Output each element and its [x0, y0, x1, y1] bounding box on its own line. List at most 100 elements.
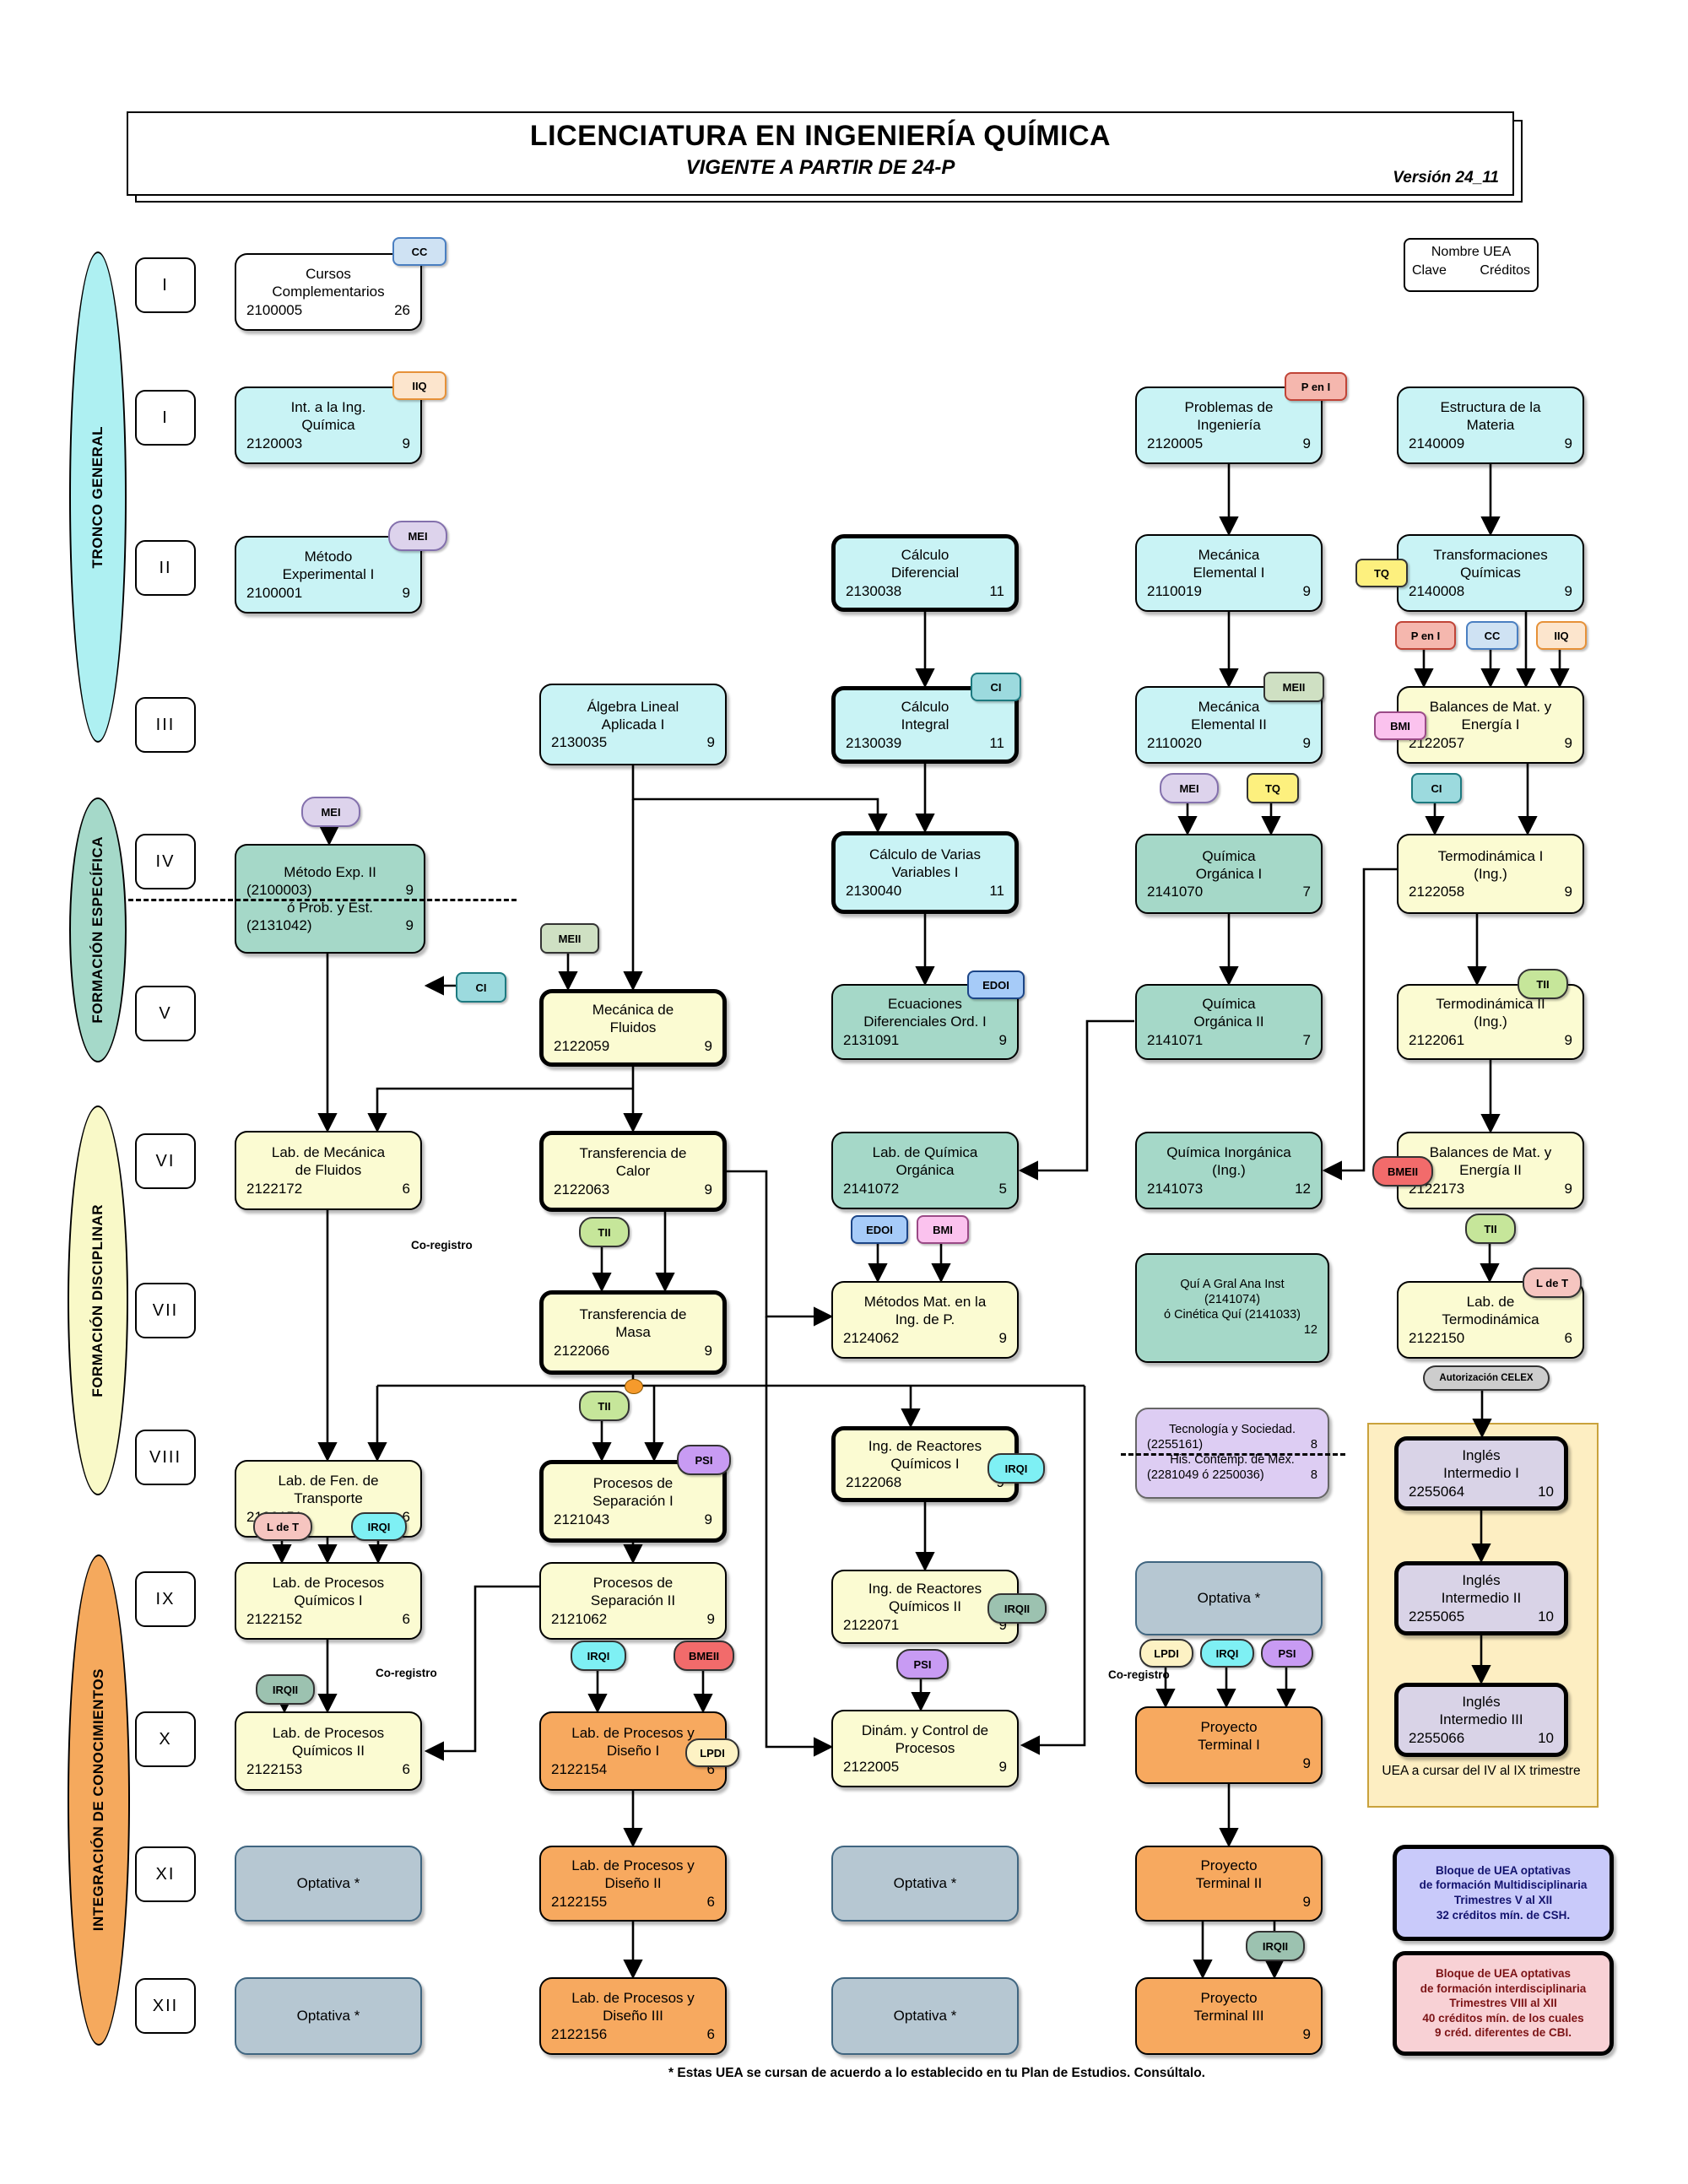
course-title-line: Proyecto	[1200, 1857, 1258, 1874]
trimester-1: I	[135, 257, 196, 313]
stage-integraci-n-de-conocimientos: INTEGRACIÓN DE CONOCIMIENTOS	[68, 1554, 130, 2046]
arrow	[631, 765, 888, 834]
badge-iiq: IIQ	[392, 371, 446, 400]
course-title-line: Lab. de Procesos y	[571, 1725, 695, 1742]
course-title-line: Álgebra Lineal	[587, 698, 679, 715]
course-title-line: His. Contemp. de Méx.	[1170, 1453, 1295, 1467]
course-title-line: Transferencia de	[579, 1145, 687, 1162]
course-title-line: Tecnología y Sociedad.	[1169, 1423, 1296, 1437]
course-title-line: Mecánica de	[592, 1002, 674, 1019]
dashed-divider-2	[1121, 1453, 1345, 1456]
course-title-line: Cálculo de Varias	[869, 846, 981, 863]
course-title-line: Quí A Gral Ana Inst	[1180, 1278, 1285, 1292]
badge-irqi: IRQI	[351, 1512, 407, 1541]
course-title-line: Balances de Mat. y	[1429, 699, 1552, 716]
course-key-credits: (2281049 ó 2250036)8	[1147, 1468, 1317, 1482]
badge-mei: MEI	[1160, 773, 1219, 803]
course-title-line: Estructura de la	[1440, 399, 1541, 416]
trimester-8: VII	[135, 1283, 196, 1338]
course-title-line: Elemental I	[1193, 565, 1265, 581]
badge-tii: TII	[579, 1217, 630, 1247]
course-title-line: Termodinámica II	[1436, 996, 1545, 1013]
badge-bmi: BMI	[1374, 711, 1426, 740]
course-title-line: Integral	[901, 716, 950, 733]
course-title-line: Procesos de	[592, 1475, 674, 1492]
coregistro-label-1: Co-registro	[411, 1239, 473, 1251]
badge-irqi: IRQI	[571, 1641, 626, 1671]
course-title-line: Ingeniería	[1197, 417, 1261, 434]
course-key-credits: (2131042)9	[246, 917, 414, 934]
badge-tq: TQ	[1247, 773, 1299, 803]
badge-irqi: IRQI	[1200, 1639, 1254, 1668]
course-title-line: ó Cinética Quí (2141033)	[1163, 1308, 1301, 1322]
course-title-line: Orgánica II	[1193, 1014, 1264, 1030]
version-label: Versión 24_11	[1393, 169, 1499, 187]
optativa-xii-c: Optativa *	[831, 1977, 1019, 2055]
course-title-line: Trimestres VIII al XII	[1449, 1997, 1557, 2010]
course-title-line: Aplicada I	[601, 716, 665, 733]
course-title-line: Bloque de UEA optativas	[1435, 1863, 1572, 1877]
course-title-line: Separación I	[592, 1493, 674, 1510]
course-title-line: Ing. de P.	[895, 1311, 955, 1328]
course-title-line: Terminal II	[1195, 1875, 1263, 1892]
course-title-line: Químicos I	[294, 1592, 363, 1609]
trimester-11: X	[135, 1711, 196, 1767]
trimester-4: III	[135, 697, 196, 753]
trimester-5: IV	[135, 834, 196, 889]
badge-autorizaci-n-celex: Autorización CELEX	[1423, 1365, 1550, 1391]
course-title-line: Diseño II	[604, 1875, 662, 1892]
course-title-line: Transferencia de	[579, 1306, 687, 1323]
course-title-line: Transformaciones	[1433, 547, 1548, 564]
course-title-line: Ing. de Reactores	[868, 1438, 982, 1455]
course-title-line: Proyecto	[1200, 1719, 1258, 1736]
course-key-credits: (2100003)9	[246, 881, 414, 898]
course-title-line: Optativa *	[1197, 1590, 1261, 1607]
course-title-line: Energía II	[1459, 1162, 1522, 1179]
badge-irqii: IRQII	[1246, 1931, 1305, 1961]
course-key-credits: 9	[1302, 2025, 1311, 2042]
badge-meii: MEII	[1263, 672, 1324, 702]
course-title-line: Masa	[615, 1324, 651, 1341]
course-title-line: Cálculo	[901, 699, 950, 716]
course-title-line: Variables I	[891, 864, 959, 881]
course-title-line: Cursos	[306, 266, 351, 283]
course-title-line: Diferencial	[890, 565, 960, 581]
course-title-line: Trimestres V al XII	[1453, 1894, 1553, 1906]
course-title-line: Lab. de Mecánica	[271, 1144, 386, 1161]
arrow	[1020, 1386, 1086, 1755]
footnote: * Estas UEA se cursan de acuerdo a lo es…	[668, 2066, 1205, 2080]
badge-tii: TII	[579, 1391, 630, 1421]
trimester-2: I	[135, 390, 196, 446]
